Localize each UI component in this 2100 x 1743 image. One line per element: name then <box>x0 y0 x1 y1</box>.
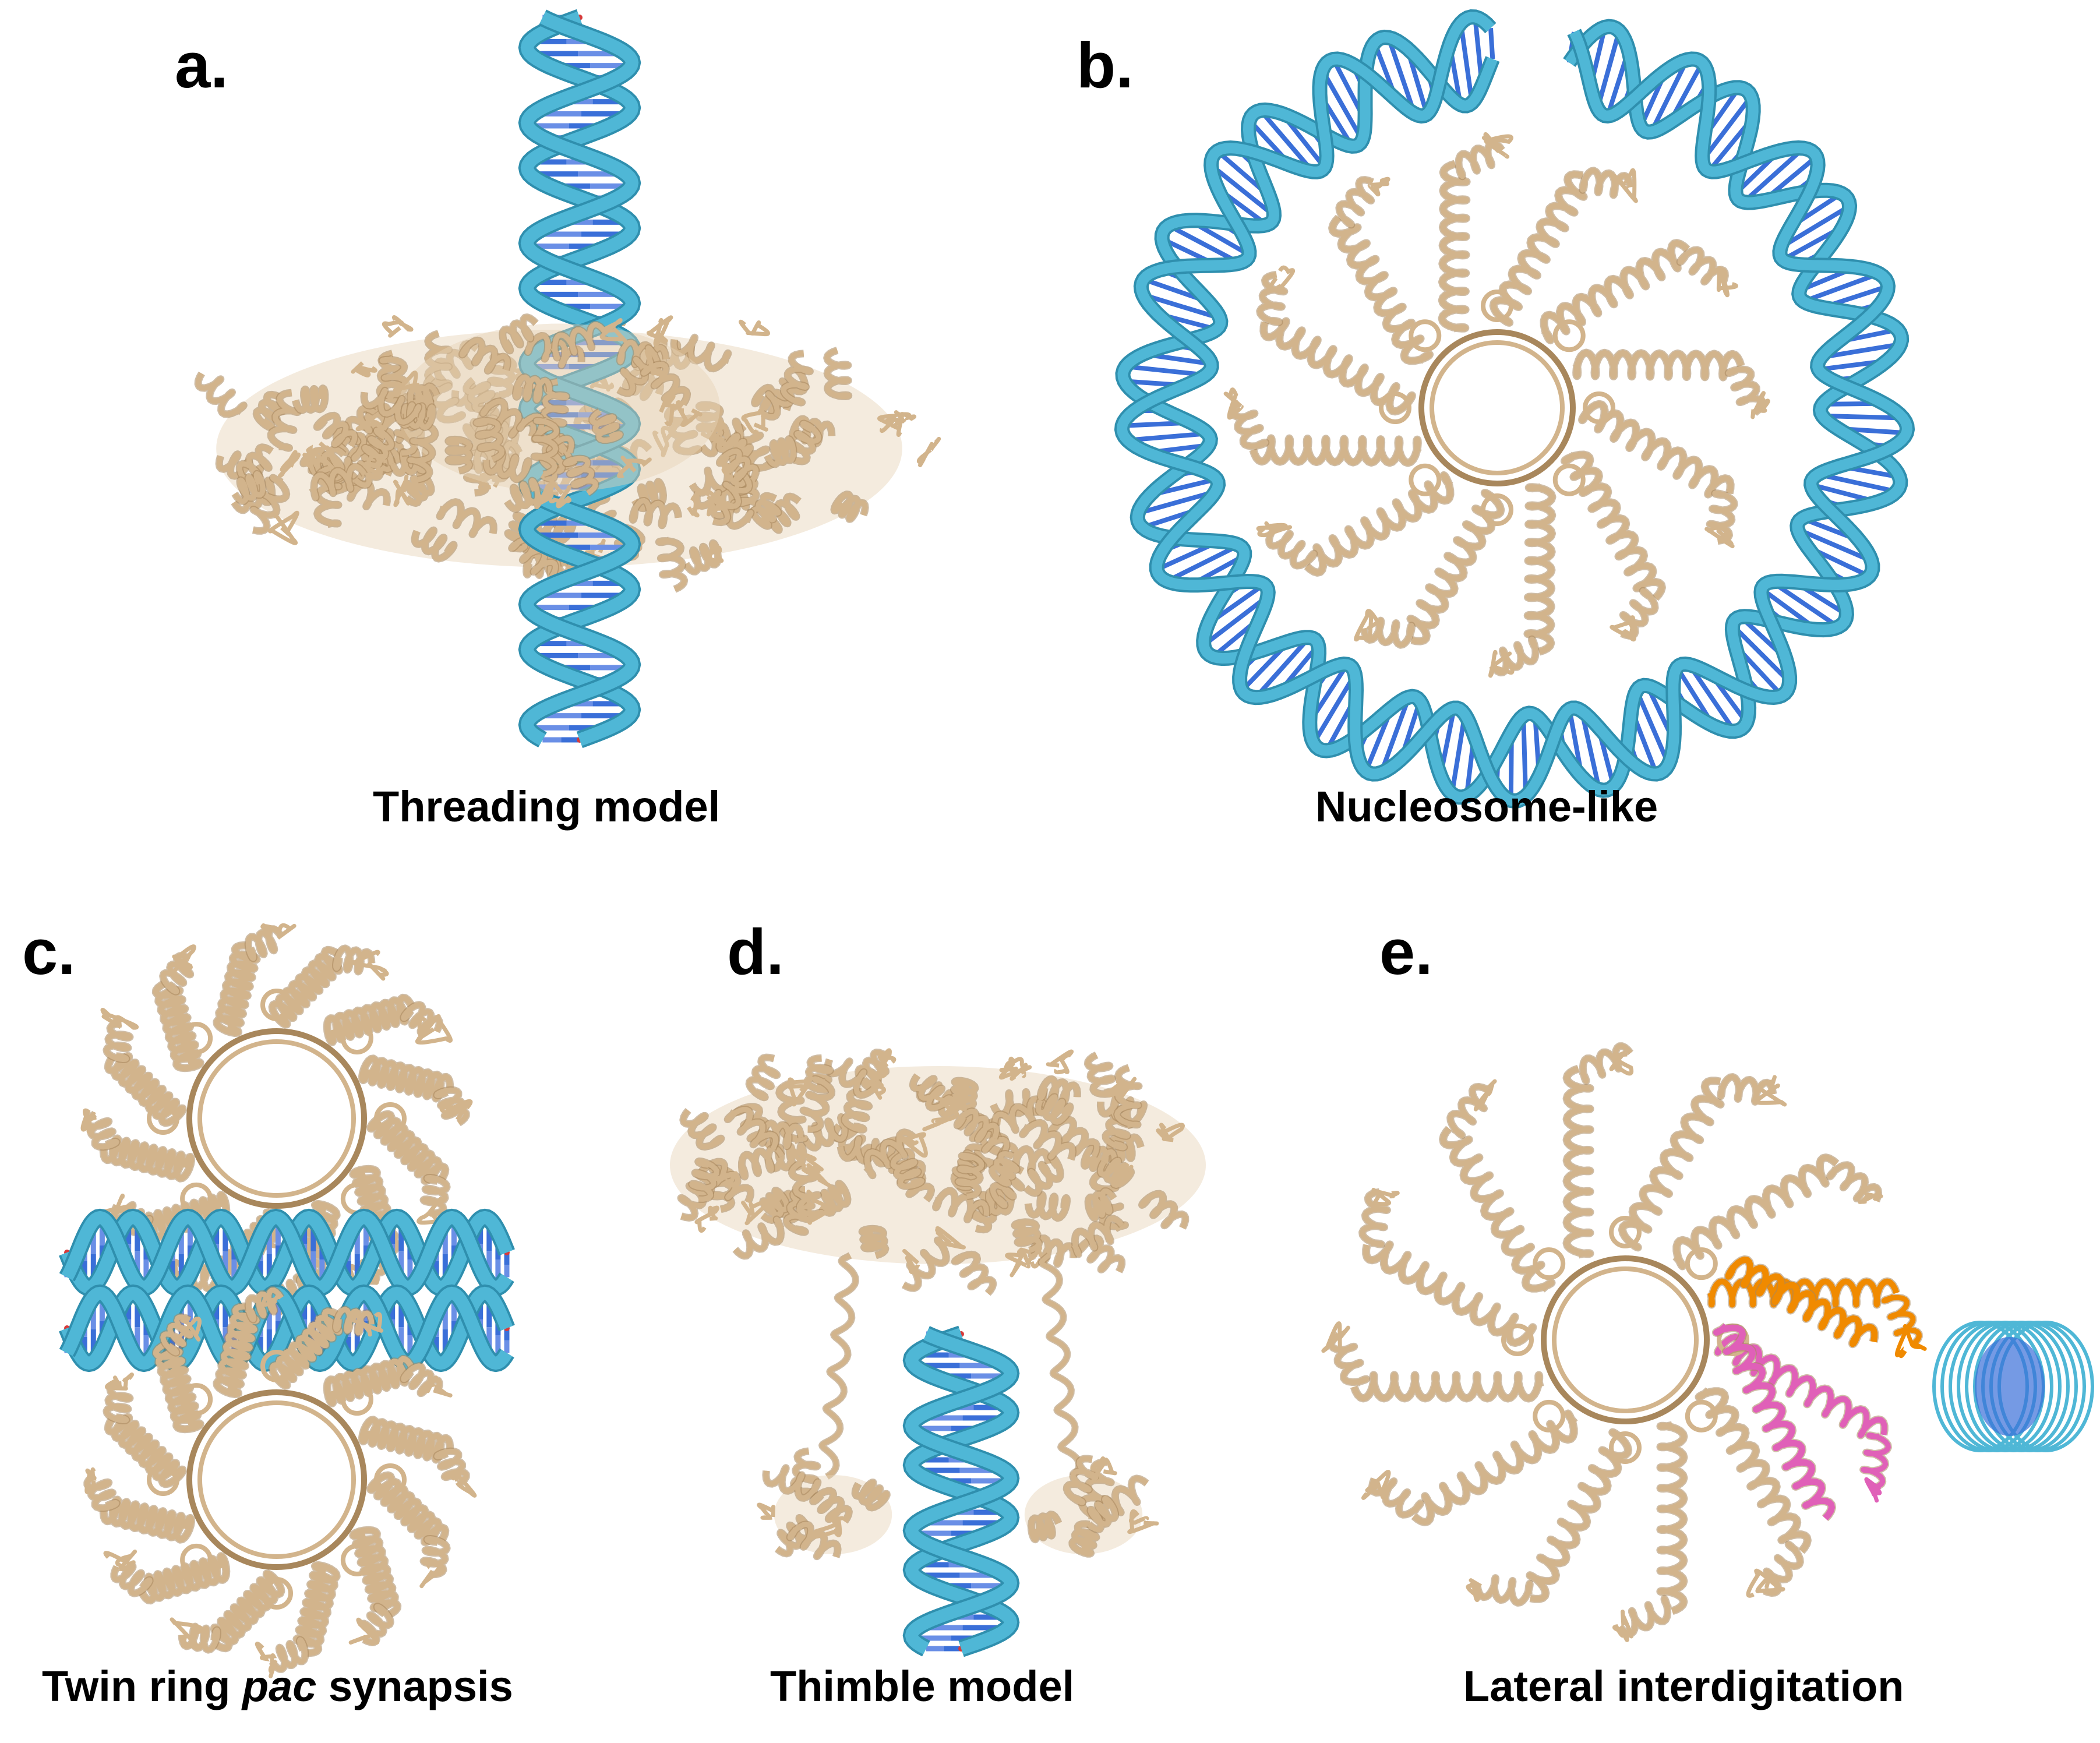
portal-subunit-helix <box>1714 1333 1887 1438</box>
portal-subunit-helix <box>1329 216 1433 364</box>
portal-subunit-helix <box>1527 1429 1632 1602</box>
portal-subunit-helix <box>1541 240 1689 344</box>
panel-c-caption-part1: Twin ring <box>42 1662 242 1710</box>
portal-subunit-helix <box>324 1356 415 1406</box>
portal-subunit-helix <box>100 1135 194 1181</box>
panel-a-caption: Threading model <box>373 782 721 831</box>
portal-subunit-helix <box>1573 350 1744 380</box>
panel-d-caption: Thimble model <box>770 1662 1075 1710</box>
portal-subunit-helix <box>1696 1388 1810 1554</box>
panel-e-letter: e. <box>1379 916 1433 988</box>
portal-protein-cap <box>670 1048 1206 1296</box>
portal-subunit-helix <box>105 1053 186 1126</box>
portal-tentacles <box>818 1252 1083 1480</box>
panel-c-caption-italic: pac <box>242 1662 317 1710</box>
portal-subunit-helix <box>153 980 203 1071</box>
dna-helix-upper <box>59 1208 515 1297</box>
portal-channel <box>1541 1255 1710 1424</box>
portal-subunit-helix <box>294 1562 340 1656</box>
portal-subunit-helix <box>100 1497 194 1543</box>
portal-subunit-helix <box>214 942 260 1036</box>
dna-double-helix <box>518 9 641 749</box>
portal-protein-front <box>360 313 720 513</box>
portal-ring-lower <box>83 1286 477 1678</box>
dna-double-helix-thimble <box>902 1325 1020 1657</box>
portal-subunit-helix <box>211 1571 284 1652</box>
panel-d-letter: d. <box>727 916 784 988</box>
portal-subunit-helix <box>1563 1065 1593 1258</box>
panel-b-caption: Nucleosome-like <box>1315 782 1658 831</box>
portal-subunit-helix <box>1561 451 1665 600</box>
portal-channel <box>186 1028 367 1209</box>
portal-subunit-helix <box>368 1472 449 1545</box>
portal-ring-upper <box>80 923 473 1317</box>
portal-subunit-helix <box>324 994 415 1045</box>
panel-b-letter: b. <box>1077 30 1134 101</box>
tentacle-domain-left <box>757 1447 892 1561</box>
panel-c-caption-part2: synapsis <box>316 1662 513 1710</box>
portal-subunit-helix <box>1439 161 1470 331</box>
portal-subunit-helix <box>1619 1078 1724 1251</box>
portal-subunit-helix <box>350 1527 401 1618</box>
portal-subunit-helix <box>359 1056 453 1102</box>
portal-ring-top-view <box>1223 132 1770 678</box>
portal-channel <box>186 1389 367 1570</box>
portal-subunit-helix <box>214 1303 260 1397</box>
dna-end-on-view <box>1932 1321 2094 1452</box>
portal-subunit-helix <box>368 1111 449 1184</box>
portal-subunit-helix <box>139 1553 230 1604</box>
portal-subunit-helix <box>153 1342 203 1432</box>
portal-subunit-helix <box>1363 1241 1536 1346</box>
panel-a-letter: a. <box>175 30 228 101</box>
pink-subunit-helix <box>1713 1324 1835 1520</box>
tentacle-domain-right <box>1024 1455 1159 1558</box>
portal-subunit-helix <box>1305 472 1453 576</box>
portal-subunit-helix <box>269 947 342 1028</box>
portal-subunit-helix <box>1673 1155 1839 1269</box>
portal-subunit-helix <box>1657 1422 1687 1614</box>
panel-c-letter: c. <box>22 916 76 988</box>
orange-subunit-helix <box>1725 1256 1878 1347</box>
panel-e-caption: Lateral interdigitation <box>1463 1662 1904 1710</box>
dna-helix-lower <box>59 1284 515 1372</box>
portal-channel <box>1418 329 1576 486</box>
portal-subunit-helix <box>1351 1372 1543 1402</box>
circular-dna <box>1114 9 1915 809</box>
portal-subunit-helix <box>105 1414 186 1487</box>
portal-subunit-helix <box>1250 435 1421 466</box>
portal-subunit-helix <box>1440 1126 1555 1292</box>
panel-c-caption: Twin ring pac synapsis <box>42 1665 513 1708</box>
portal-subunit-helix <box>1411 1410 1577 1525</box>
portal-ring-interdigitation <box>1321 1042 1927 1642</box>
portal-subunit-helix <box>359 1417 453 1463</box>
portal-subunit-helix <box>269 1308 342 1389</box>
portal-subunit-helix <box>1524 484 1555 655</box>
